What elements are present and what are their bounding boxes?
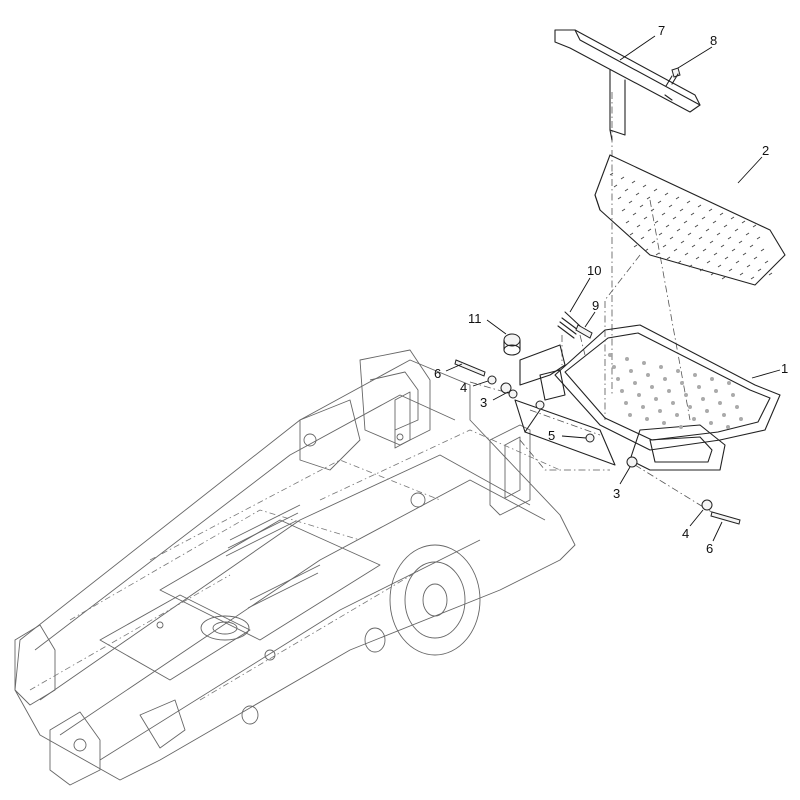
callout-11: 11: [468, 311, 482, 326]
callout-6-right: 6: [706, 541, 713, 556]
part-10-spring: [557, 311, 581, 339]
callout-7: 7: [658, 23, 665, 38]
hardware-right: [626, 456, 741, 525]
hardware-left: [454, 359, 595, 443]
machine-frame: [14, 349, 576, 786]
callout-9: 9: [592, 298, 599, 313]
callout-6-left: 6: [434, 366, 441, 381]
callout-labels: 7 8 2 10 9 11 1 6 4 3 5 3 4 6: [434, 23, 788, 556]
callout-5: 5: [548, 428, 555, 443]
callout-3-left: 3: [480, 395, 487, 410]
part-1-footrest-tray: [514, 324, 781, 471]
callout-2: 2: [762, 143, 769, 158]
part-9-pin: [575, 324, 593, 339]
callout-1: 1: [781, 361, 788, 376]
callout-4-left: 4: [460, 380, 467, 395]
part-2-floor-pad: [594, 154, 786, 286]
part-11-bumper: [503, 333, 521, 356]
callout-4-right: 4: [682, 526, 689, 541]
part-8-screw: [665, 67, 681, 87]
part-7-bracket: [554, 29, 701, 141]
callout-8: 8: [710, 33, 717, 48]
callout-10: 10: [587, 263, 601, 278]
callout-3-right: 3: [613, 486, 620, 501]
